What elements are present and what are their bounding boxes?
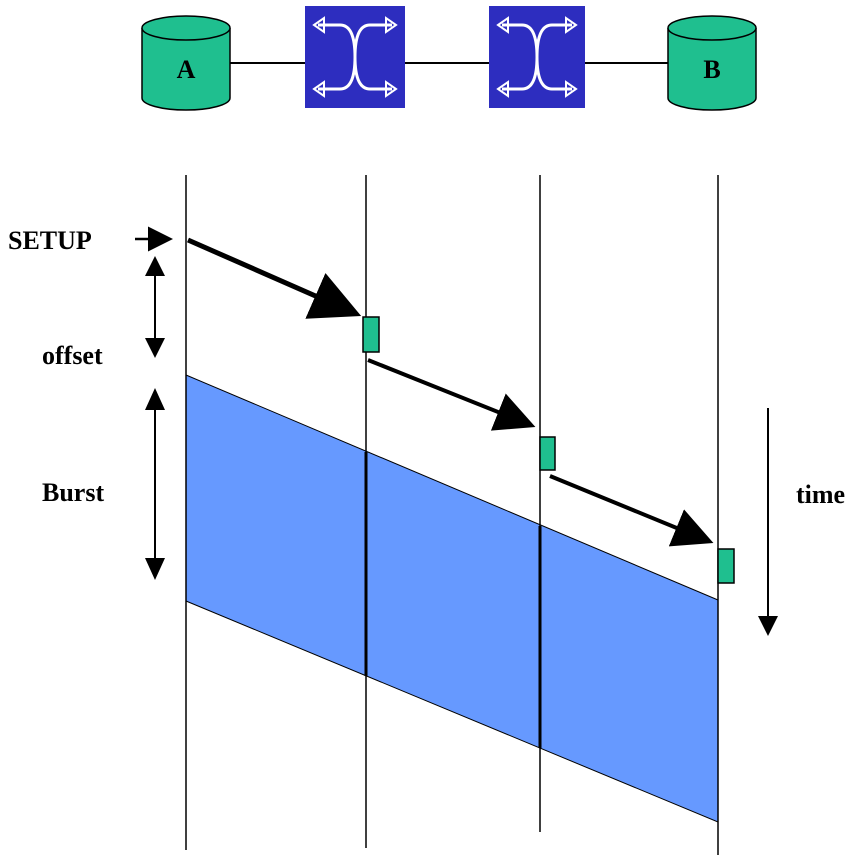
setup-arrow-a-to-switch-1 bbox=[186, 237, 362, 319]
setup-label: SETUP bbox=[8, 226, 92, 255]
control-processing-switch-1 bbox=[362, 316, 380, 353]
time-arrow bbox=[758, 408, 778, 636]
node-b-label: B bbox=[703, 55, 720, 84]
control-processing-switch-2 bbox=[539, 436, 556, 471]
node-a: A bbox=[141, 15, 231, 111]
offset-double-arrow bbox=[145, 256, 165, 358]
burst-double-arrow bbox=[145, 388, 165, 580]
optical-switch-icon bbox=[305, 6, 405, 108]
offset-label: offset bbox=[42, 341, 103, 370]
switch-2 bbox=[489, 6, 585, 108]
data-burst-region bbox=[185, 374, 719, 823]
optical-switch-icon bbox=[489, 6, 585, 108]
node-b: B bbox=[667, 15, 757, 111]
setup-arrow-switch-1-to-switch-2 bbox=[367, 358, 536, 431]
control-processing-b bbox=[717, 548, 735, 584]
time-label: time bbox=[796, 480, 845, 509]
burst-label: Burst bbox=[42, 478, 104, 507]
database-cylinder-icon bbox=[667, 15, 757, 111]
node-a-label: A bbox=[177, 55, 196, 84]
database-cylinder-icon bbox=[141, 15, 231, 111]
setup-arrow-switch-2-to-b bbox=[549, 474, 714, 547]
switch-1 bbox=[305, 6, 405, 108]
